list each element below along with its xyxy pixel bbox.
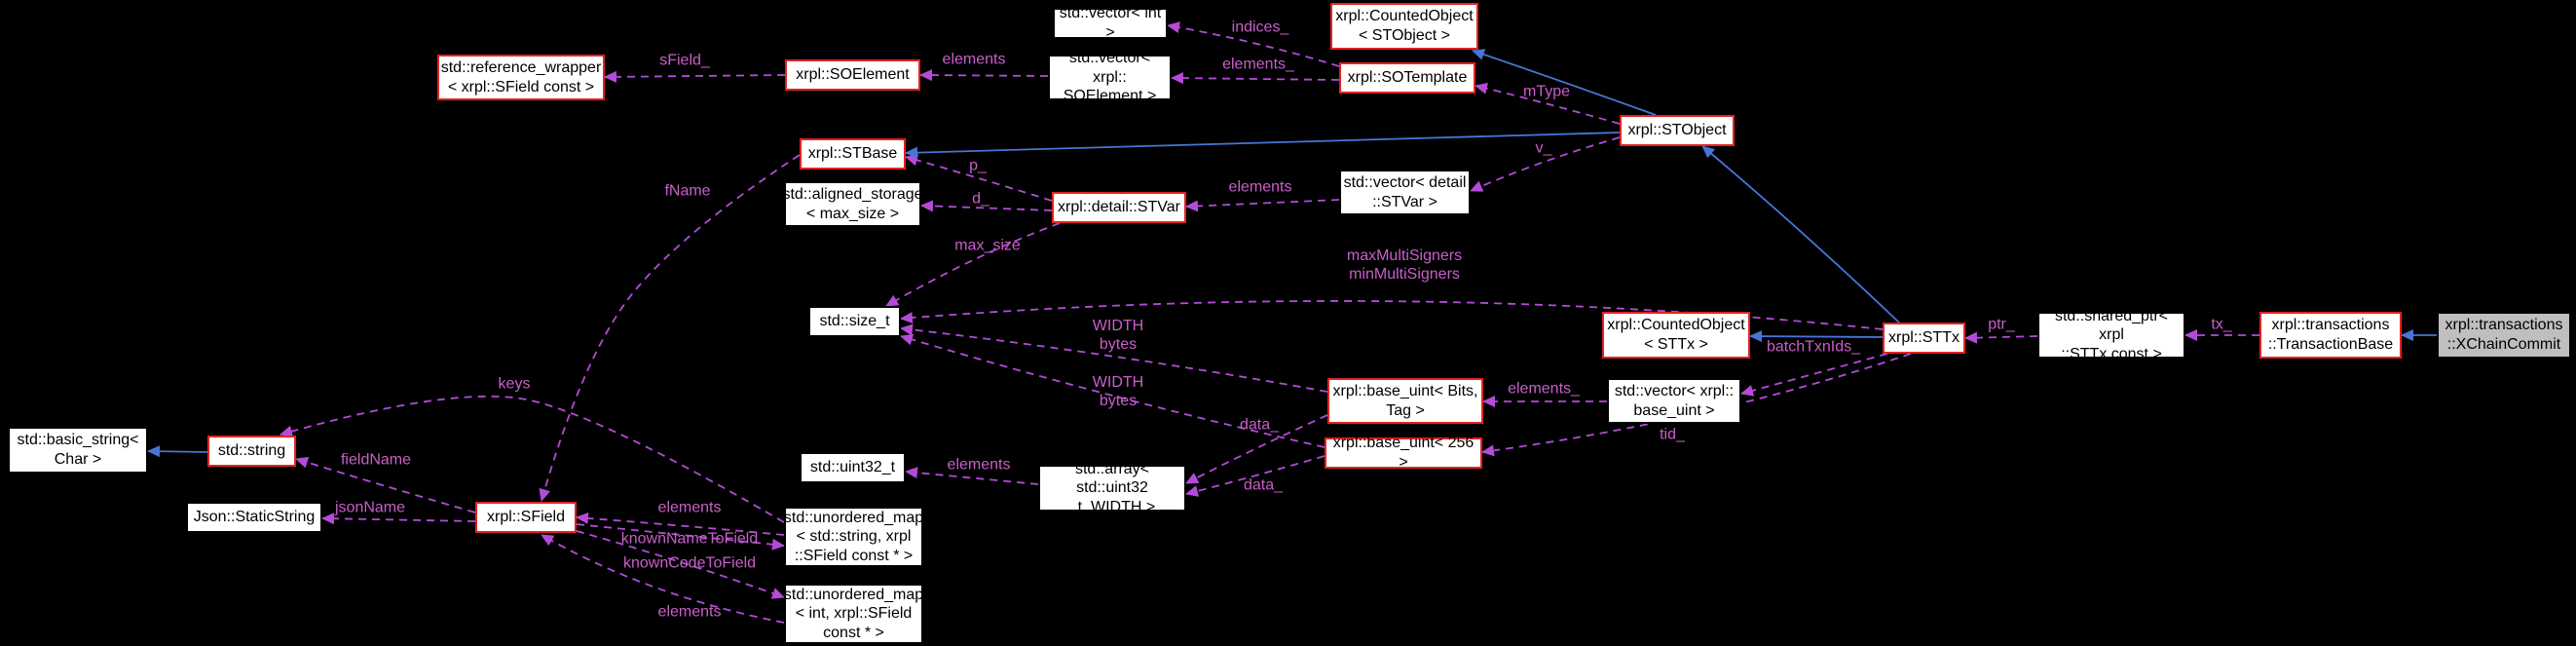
edge-p — [905, 154, 1053, 202]
node-base-uint-bits-tag[interactable]: xrpl::base_uint< Bits, Tag > — [1327, 378, 1483, 424]
node-array-uint32-width[interactable]: std::array< std::uint32 _t, WIDTH > — [1038, 461, 1186, 515]
node-soelement[interactable]: xrpl::SOElement — [785, 59, 920, 91]
edge-max-size — [885, 222, 1061, 307]
edge-inherit-stobject-stbase — [905, 132, 1621, 159]
node-vector-stvar[interactable]: std::vector< detail ::STVar > — [1339, 170, 1471, 215]
node-xchain-commit: xrpl::transactions ::XChainCommit — [2437, 312, 2571, 359]
node-stobject[interactable]: xrpl::STObject — [1620, 115, 1735, 146]
edge-keys — [280, 395, 785, 523]
node-sfield[interactable]: xrpl::SField — [475, 502, 577, 533]
edge-inherit-string-basicstring — [147, 445, 208, 458]
node-shared-ptr-sttx[interactable]: std::shared_ptr< xrpl ::STTx const > — [2037, 308, 2185, 362]
edge-elements-soelement — [919, 69, 1049, 82]
edge-fName — [539, 154, 801, 502]
edge-d — [920, 200, 1053, 212]
node-vector-int[interactable]: std::vector< int > — [1053, 5, 1168, 41]
edge-ptr — [1964, 331, 2038, 344]
edge-v — [1470, 136, 1621, 192]
node-vector-soelement[interactable]: std::vector< xrpl:: SOElement > — [1048, 50, 1172, 104]
node-detail-stvar[interactable]: xrpl::detail::STVar — [1052, 192, 1186, 223]
node-vector-base-uint[interactable]: std::vector< xrpl:: base_uint > — [1607, 378, 1741, 424]
node-std-string[interactable]: std::string — [207, 436, 296, 467]
edge-elements-sotemplate — [1171, 72, 1340, 85]
edge-jsonName — [321, 513, 476, 525]
node-size-t[interactable]: std::size_t — [808, 306, 901, 337]
edge-inherit-sttx-stobject — [1701, 145, 1900, 323]
edge-data-2 — [1185, 455, 1325, 497]
node-aligned-storage[interactable]: std::aligned_storage < max_size > — [782, 181, 923, 227]
node-uint32-t[interactable]: std::uint32_t — [800, 452, 906, 483]
edge-elements-map-int — [541, 534, 785, 624]
edge-data-1 — [1185, 414, 1328, 484]
edge-inherit-sttx-counted — [1749, 330, 1884, 343]
node-counted-object-sttx[interactable]: xrpl::CountedObject < STTx > — [1602, 312, 1750, 359]
node-transaction-base[interactable]: xrpl::transactions ::TransactionBase — [2259, 312, 2402, 359]
edge-elements-map-string — [576, 512, 785, 536]
edge-elements-uint32 — [905, 467, 1039, 485]
edge-batchTxnIds — [1740, 353, 1888, 397]
edge-knownCodeToField — [576, 530, 785, 599]
edge-indices — [1167, 21, 1340, 67]
edge-mType — [1475, 82, 1621, 125]
node-counted-object-stobject[interactable]: xrpl::CountedObject < STObject > — [1330, 3, 1478, 50]
node-sttx[interactable]: xrpl::STTx — [1883, 323, 1965, 354]
edge-knownNameToField — [576, 523, 785, 551]
edge-tid — [1481, 353, 1912, 457]
node-json-static-string[interactable]: Json::StaticString — [186, 502, 322, 533]
node-reference-wrapper-sfield[interactable]: std::reference_wrapper < xrpl::SField co… — [437, 55, 605, 100]
edge-sField — [604, 70, 786, 83]
edge-fieldName — [295, 456, 476, 513]
edge-width-bytes-2 — [900, 333, 1325, 448]
edge-width-bytes-1 — [900, 323, 1328, 393]
node-sotemplate[interactable]: xrpl::SOTemplate — [1339, 62, 1475, 94]
edge-inherit-stobject-counted — [1472, 49, 1657, 116]
node-basic-string-char[interactable]: std::basic_string< Char > — [8, 427, 148, 474]
node-base-uint-256[interactable]: xrpl::base_uint< 256 > — [1325, 435, 1482, 471]
node-stbase[interactable]: xrpl::STBase — [800, 138, 906, 170]
node-unordered-map-int-sfield[interactable]: std::unordered_map < int, xrpl::SField c… — [784, 584, 923, 644]
node-unordered-map-string-sfield[interactable]: std::unordered_map < std::string, xrpl :… — [784, 507, 923, 567]
edge-elements-stvar — [1185, 199, 1340, 212]
